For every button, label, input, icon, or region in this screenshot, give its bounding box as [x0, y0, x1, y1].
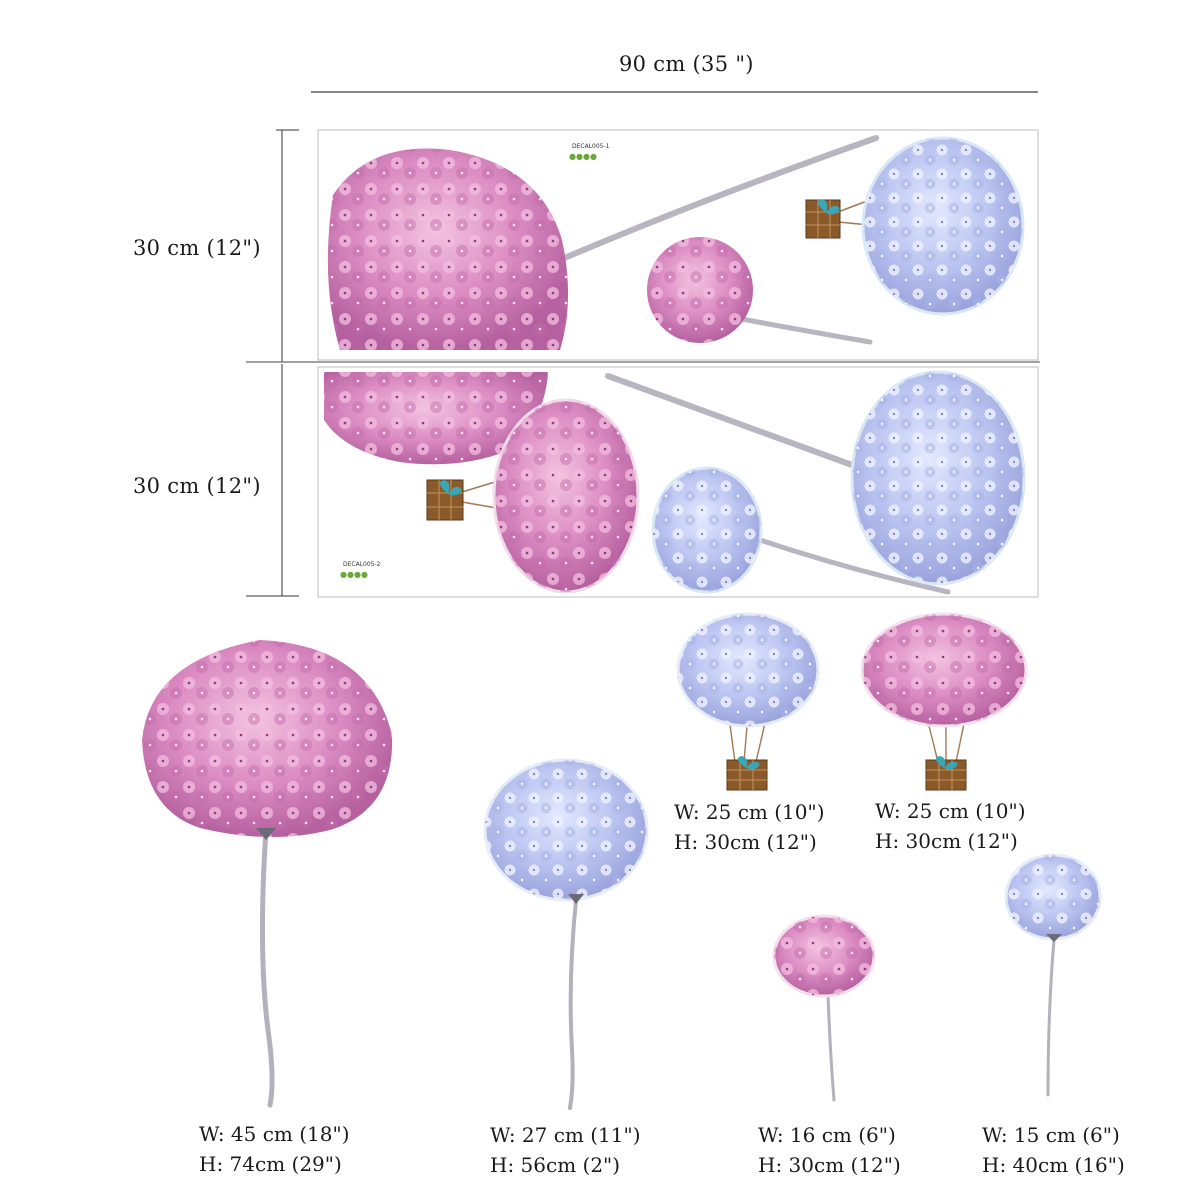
large-blue-hydrangea-bottom: [850, 370, 1026, 586]
decal-blue-balloon-hydrangea: [676, 612, 820, 791]
width-text: W: 45 cm (18"): [199, 1122, 350, 1146]
balloon-blue-hydrangea-top: [805, 136, 1025, 316]
decal-small-pink-hydrangea: [772, 914, 876, 998]
leaf-icons-bottom: ●●●●: [340, 570, 368, 579]
leaf-icons-top: ●●●●: [569, 152, 597, 161]
decal-medium-blue-hydrangea: [483, 758, 649, 904]
sheet-code-bottom: DECAL005-2: [343, 561, 381, 568]
size-caption-medium-blue: W: 27 cm (11") H: 56cm (2"): [490, 1120, 641, 1180]
height-text: H: 40cm (16"): [982, 1153, 1125, 1177]
size-caption-large-pink: W: 45 cm (18") H: 74cm (29"): [199, 1119, 350, 1179]
height-label-top: 30 cm (12"): [133, 236, 261, 260]
height-text: H: 30cm (12"): [758, 1153, 901, 1177]
large-pink-hydrangea-bottom: [324, 372, 548, 465]
size-caption-small-blue: W: 15 cm (6") H: 40cm (16"): [982, 1120, 1125, 1180]
small-blue-hydrangea-bottom: [651, 466, 763, 594]
balloon-pink-hydrangea-bottom: [426, 398, 640, 594]
decal-large-pink-hydrangea: [142, 640, 393, 840]
height-text: H: 74cm (29"): [199, 1152, 342, 1176]
size-caption-blue-balloon: W: 25 cm (10") H: 30cm (12"): [674, 797, 825, 857]
width-text: W: 27 cm (11"): [490, 1123, 641, 1147]
height-label-bottom: 30 cm (12"): [133, 474, 261, 498]
width-text: W: 25 cm (10"): [875, 799, 1026, 823]
width-text: W: 25 cm (10"): [674, 800, 825, 824]
decal-small-blue-hydrangea: [1004, 853, 1102, 942]
width-text: W: 15 cm (6"): [982, 1123, 1120, 1147]
width-label: 90 cm (35 "): [619, 52, 754, 76]
height-text: H: 30cm (12"): [875, 829, 1018, 853]
sheet-code-top: DECAL005-1: [572, 143, 610, 150]
height-text: H: 56cm (2"): [490, 1153, 621, 1177]
decal-pink-balloon-hydrangea: [860, 612, 1028, 791]
large-pink-hydrangea-top: [327, 148, 569, 350]
height-text: H: 30cm (12"): [674, 830, 817, 854]
size-caption-pink-balloon: W: 25 cm (10") H: 30cm (12"): [875, 796, 1026, 856]
small-pink-hydrangea-top: [647, 237, 753, 343]
width-text: W: 16 cm (6"): [758, 1123, 896, 1147]
size-caption-small-pink: W: 16 cm (6") H: 30cm (12"): [758, 1120, 901, 1180]
